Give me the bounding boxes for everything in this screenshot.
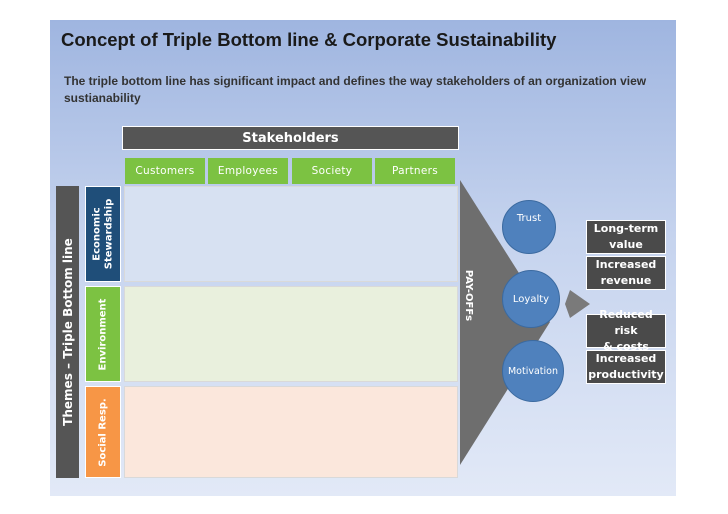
tab-partners[interactable]: Partners xyxy=(375,158,455,184)
payoffs-label: PAY-OFFs xyxy=(463,269,475,321)
social-row xyxy=(124,386,458,478)
tab-society[interactable]: Society xyxy=(292,158,372,184)
economic-row xyxy=(124,186,458,282)
theme-social-label: Social Resp. xyxy=(85,386,121,478)
slide-subtitle: The triple bottom line has significant i… xyxy=(64,74,647,105)
theme-economic-label: Economic Stewardship xyxy=(85,186,121,282)
slide: Concept of Triple Bottom line & Corporat… xyxy=(50,20,676,496)
slide-title: Concept of Triple Bottom line & Corporat… xyxy=(61,29,557,50)
payoff-reduced-risk: Reduced risk& costs xyxy=(586,308,666,353)
stakeholders-header: Stakeholders xyxy=(122,126,459,150)
payoffs-arrow xyxy=(460,180,590,465)
driver-motivation: Motivation xyxy=(502,340,564,402)
driver-loyalty: Loyalty xyxy=(502,270,560,328)
tab-customers[interactable]: Customers xyxy=(125,158,205,184)
environment-row xyxy=(124,286,458,382)
tab-employees[interactable]: Employees xyxy=(208,158,288,184)
theme-environment-label: Environment xyxy=(85,286,121,382)
themes-label: Themes – Triple Bottom line xyxy=(56,186,79,478)
driver-trust: Trust xyxy=(502,200,556,254)
